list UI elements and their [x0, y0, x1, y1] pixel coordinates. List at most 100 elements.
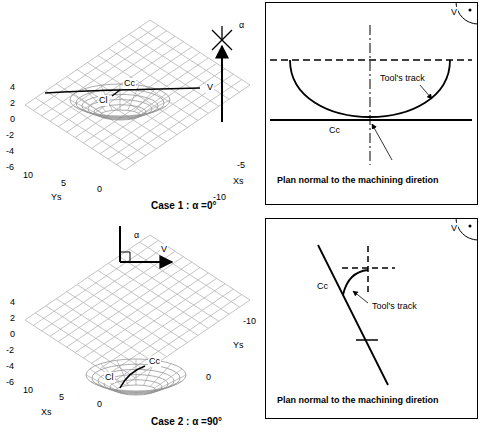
feed-arrow [221, 46, 223, 122]
grid-line [83, 273, 208, 358]
panel-label: Tool's track [379, 73, 426, 84]
axis-name: Ys [232, 340, 245, 351]
angle-mark [119, 226, 121, 262]
axis-tick: 0 [205, 372, 212, 383]
center-line [370, 25, 371, 165]
panel-label: Plan normal to the machining diretion [276, 175, 440, 186]
mesh-line [134, 89, 155, 112]
axis-tick: 10 [22, 385, 34, 396]
grid-line [140, 242, 240, 307]
grid-line [92, 278, 217, 363]
tool-mesh [86, 359, 186, 395]
feed-arrow [120, 261, 172, 263]
grid-line [140, 27, 240, 92]
mesh-line [90, 369, 118, 388]
surface-grid [25, 235, 250, 385]
mesh-line [117, 360, 128, 385]
grid-line [100, 284, 225, 369]
tool-track [290, 60, 450, 117]
mesh-line [136, 391, 137, 395]
cut-curve [120, 366, 145, 388]
point-label: Cc [148, 356, 161, 367]
mesh-line [128, 115, 139, 120]
leader-line [420, 85, 432, 99]
axis-tick: 5 [60, 178, 67, 189]
leader-line [372, 124, 392, 160]
axis-tick: 0 [9, 114, 16, 125]
panel-label: V [450, 223, 458, 234]
axis-tick: -2 [5, 345, 15, 356]
tool-track [343, 270, 368, 295]
angle-label: α [238, 20, 245, 31]
axis-tick: 4 [9, 297, 16, 308]
mesh-line [150, 364, 171, 387]
axis-tick: 10 [22, 170, 34, 181]
direction-symbol [469, 225, 472, 228]
mesh-line [154, 369, 182, 388]
cut-curve [112, 90, 120, 96]
axis-tick: -10 [242, 316, 257, 327]
panel-label: Cc [328, 125, 341, 136]
direction-symbol [456, 2, 478, 24]
grid-line [150, 235, 250, 300]
angle-mark [120, 252, 130, 262]
mesh-line [101, 364, 122, 387]
point-label: Cc [123, 78, 136, 89]
panel-label: Tool's track [371, 301, 418, 312]
mesh-line [136, 359, 137, 385]
axis-tick: 4 [9, 82, 16, 93]
mesh-line [156, 375, 186, 390]
leader-line [353, 291, 368, 303]
grid-line [98, 270, 198, 335]
grid-line [83, 58, 208, 143]
axis-tick: -4 [5, 146, 15, 157]
axis-tick: -6 [5, 162, 15, 173]
mesh-ring [116, 385, 156, 395]
mesh-line [144, 390, 155, 395]
angle-mark [221, 26, 222, 40]
axis-name: Xs [232, 176, 245, 187]
angle-label: α [133, 230, 140, 241]
dashed-line [270, 59, 472, 61]
surface-line [318, 245, 388, 385]
axis-tick: 0 [96, 399, 103, 410]
mesh-line [120, 116, 121, 120]
axis-tick: -5 [236, 160, 246, 171]
point-label: Cl [98, 95, 109, 106]
vector-label: V [160, 244, 168, 255]
plan-panel: V CcTool's trackPlan normal to the machin… [265, 218, 478, 419]
grid-line [150, 20, 250, 85]
axis-name: Xs [40, 407, 53, 418]
axis-tick: 5 [58, 392, 65, 403]
grid-line [58, 42, 183, 127]
case-caption: Case 2 : α =90° [150, 416, 223, 427]
mesh-line [150, 386, 171, 393]
case-caption: Case 1 : α =0° [150, 200, 217, 211]
tick-mark [356, 339, 378, 341]
mesh-line [140, 100, 170, 115]
axis-tick: 0 [96, 184, 103, 195]
axis-name: Ys [50, 192, 63, 203]
grid-line [75, 53, 200, 138]
axis-tick: 2 [9, 98, 16, 109]
grid-line [108, 289, 233, 374]
panel-label: V [450, 7, 458, 18]
grid-line [108, 263, 208, 328]
surface-line [270, 119, 472, 121]
grid-line [119, 256, 219, 321]
mesh-line [134, 111, 155, 118]
vector-label: V [206, 82, 214, 93]
grid-line [108, 48, 208, 113]
panel-label: Plan normal to the machining diretion [276, 395, 440, 406]
grid-line [129, 249, 229, 314]
mesh-line [120, 84, 121, 110]
surface-grid [25, 20, 250, 170]
panel-label: Cc [316, 281, 329, 292]
axis-tick: 0 [9, 329, 16, 340]
axis-tick: -6 [5, 377, 15, 388]
direction-symbol [469, 9, 472, 12]
grid-line [125, 85, 250, 170]
grid-line [75, 268, 200, 353]
plan-panel: V Tool's trackCcPlan normal to the machin… [265, 2, 478, 205]
axis-tick: -4 [5, 361, 15, 372]
